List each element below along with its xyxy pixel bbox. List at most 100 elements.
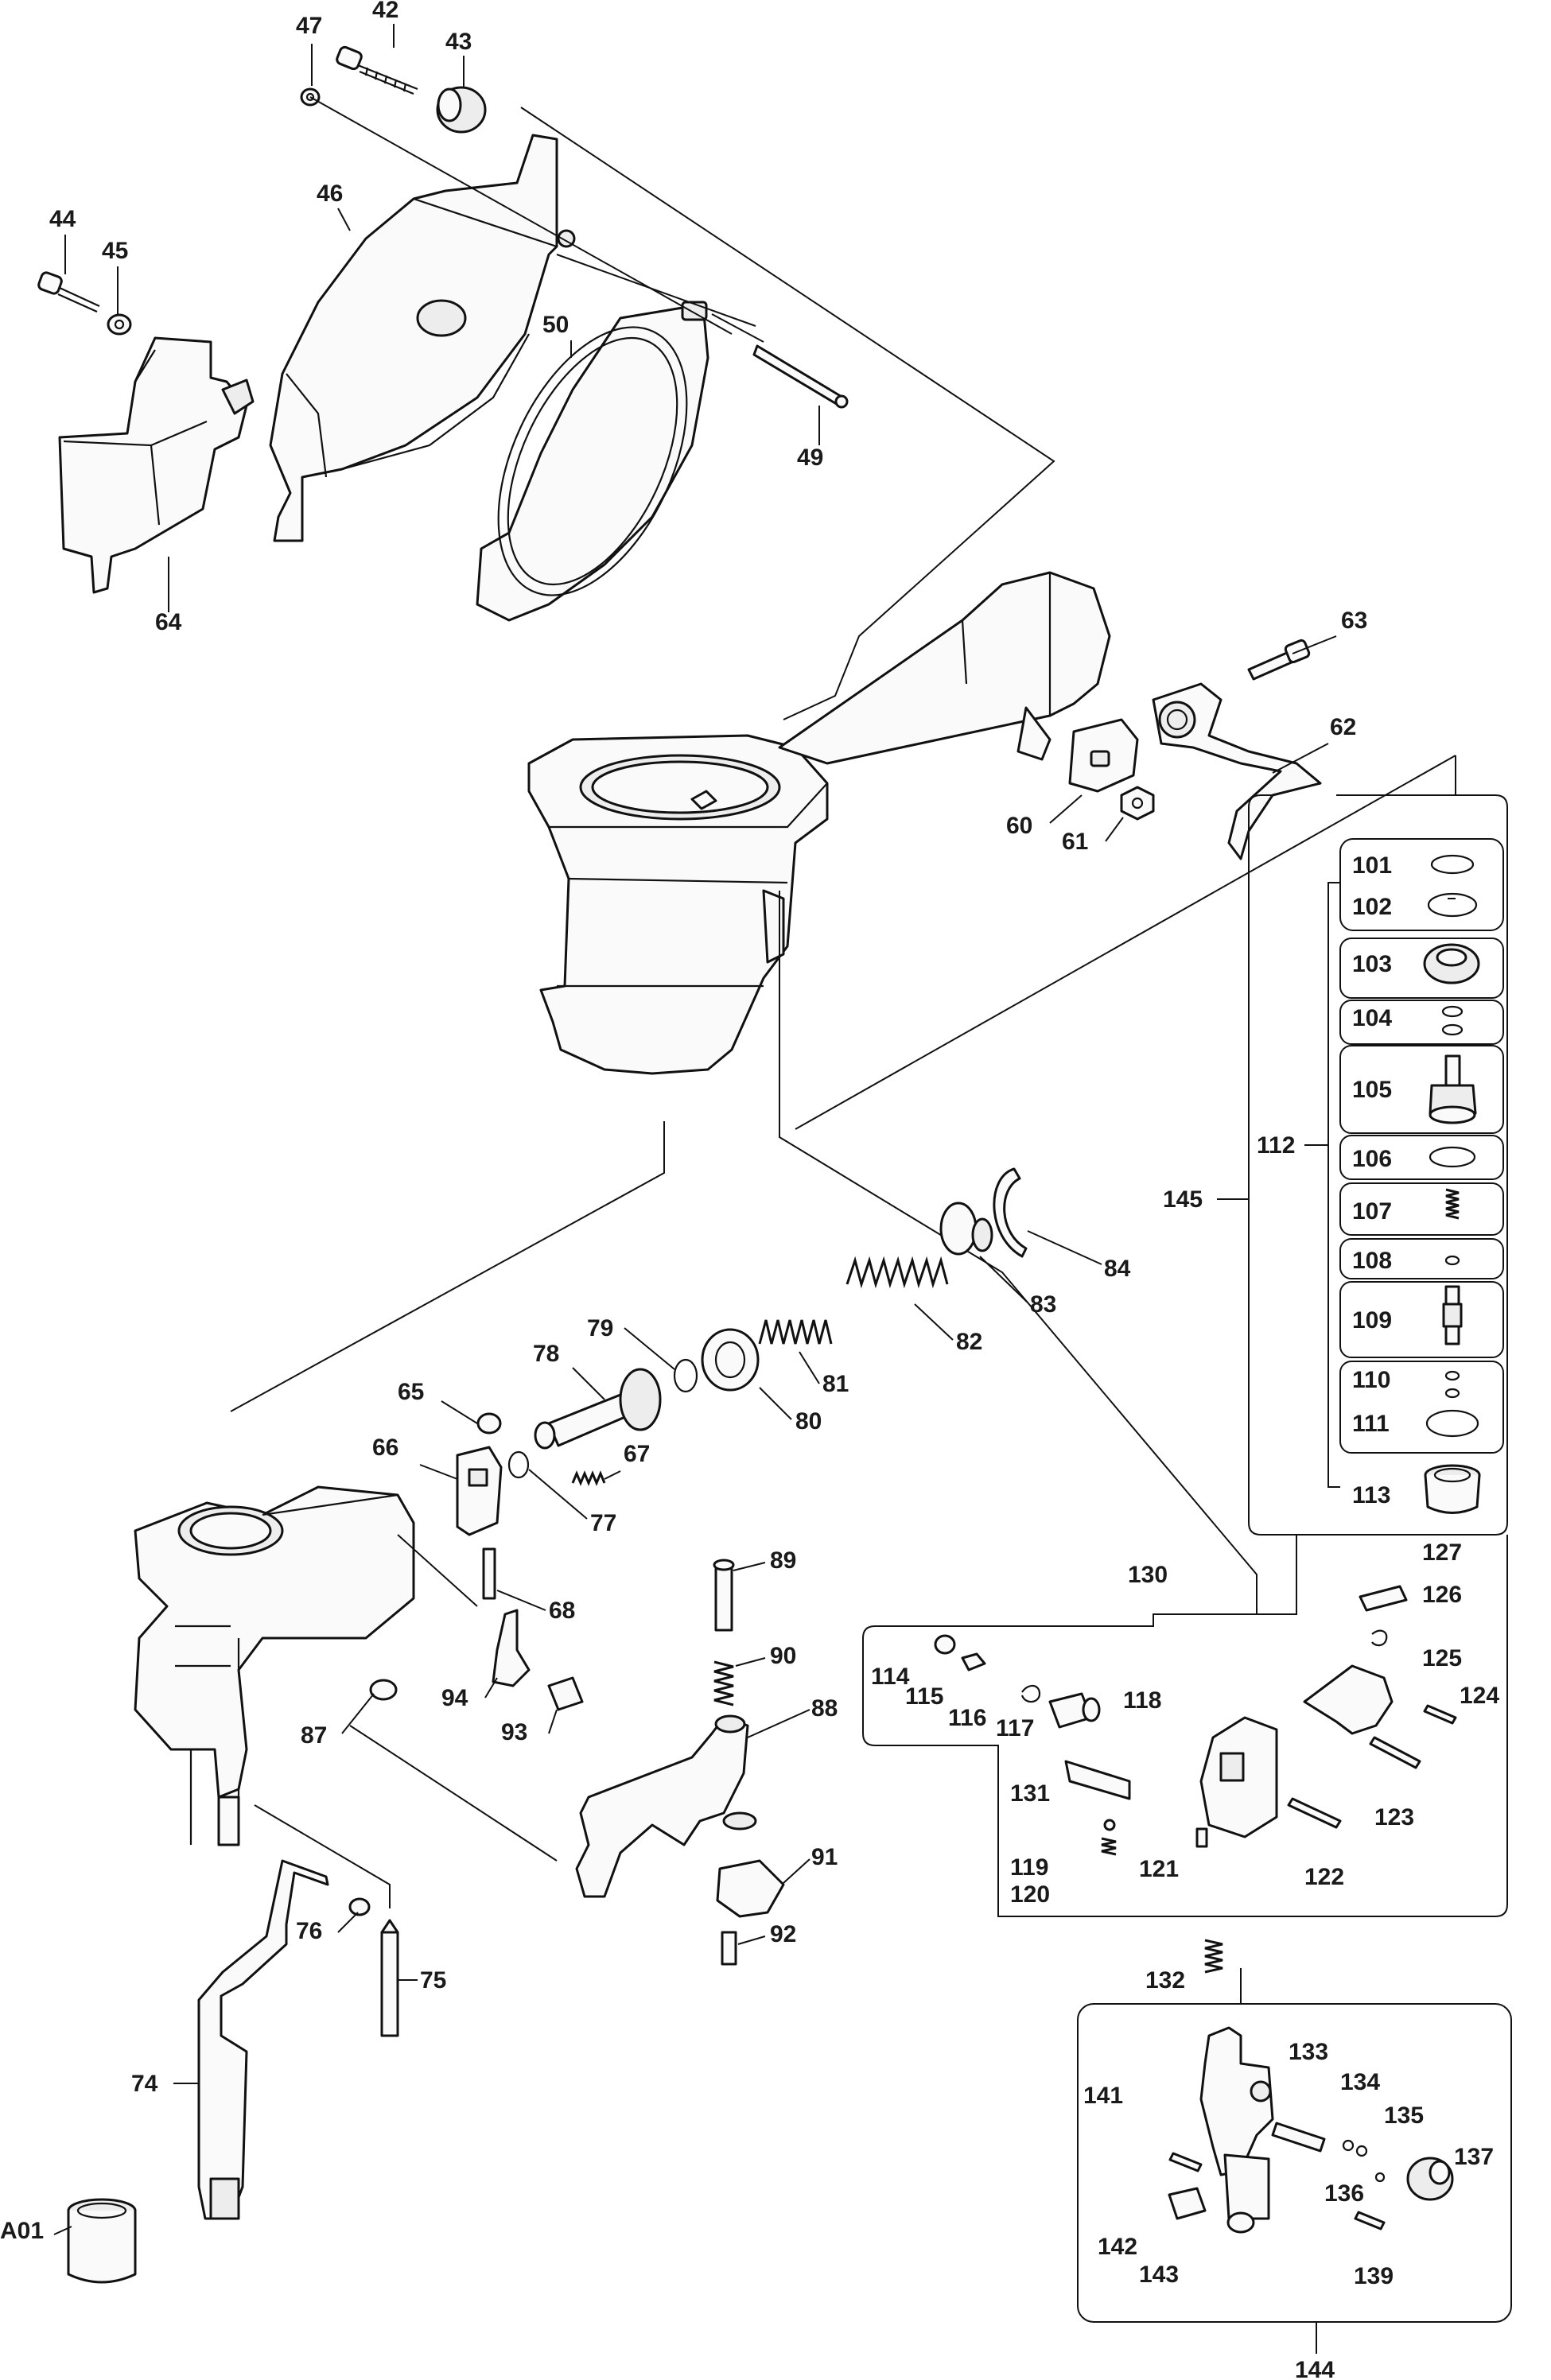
label-135: 135 <box>1384 2102 1424 2129</box>
part-116 <box>1020 1684 1041 1703</box>
label-44: 44 <box>49 206 76 232</box>
label-80: 80 <box>795 1408 822 1435</box>
label-139: 139 <box>1354 2263 1394 2289</box>
part-121 <box>1195 1827 1208 1848</box>
label-43: 43 <box>445 29 472 55</box>
kit-sub-109 <box>1339 1281 1504 1358</box>
label-81: 81 <box>822 1371 849 1397</box>
part-61-nut <box>1120 786 1155 821</box>
kit-sub-110-111 <box>1339 1361 1504 1454</box>
label-108: 108 <box>1352 1248 1392 1274</box>
part-84-snap-ring <box>993 1167 1028 1258</box>
part-79-o-ring <box>673 1358 698 1393</box>
label-82: 82 <box>956 1329 982 1355</box>
part-141-pin <box>1168 2152 1203 2172</box>
kit-112-bracket <box>1217 882 1340 1488</box>
label-77: 77 <box>590 1510 616 1536</box>
part-87-washer <box>369 1679 398 1701</box>
label-122: 122 <box>1304 1864 1344 1890</box>
label-132: 132 <box>1145 1967 1185 1994</box>
kit-145-outer-frame <box>1248 794 1508 1536</box>
part-114 <box>934 1634 956 1655</box>
label-109: 109 <box>1352 1307 1392 1334</box>
part-49-pin <box>752 344 849 409</box>
label-118: 118 <box>1123 1687 1161 1714</box>
label-143: 143 <box>1139 2262 1179 2288</box>
label-141: 141 <box>1083 2083 1123 2109</box>
part-124-pin <box>1423 1704 1457 1725</box>
label-ticks <box>53 24 1337 2235</box>
part-133-valve-housing <box>1199 2026 1274 2176</box>
label-61: 61 <box>1062 829 1088 855</box>
part-139-pin <box>1354 2211 1386 2231</box>
label-110: 110 <box>1352 1367 1390 1393</box>
label-121: 121 <box>1139 1856 1179 1882</box>
label-130: 130 <box>1128 1562 1168 1588</box>
part-82-spring <box>845 1256 949 1289</box>
label-105: 105 <box>1352 1077 1392 1103</box>
kit-sub-103 <box>1339 938 1504 999</box>
label-a01: A01 <box>0 2218 44 2244</box>
part-60-clamp-block <box>1068 718 1139 793</box>
part-91-trigger <box>716 1859 785 1918</box>
part-81-spring <box>758 1319 833 1345</box>
label-102: 102 <box>1352 894 1392 920</box>
label-63: 63 <box>1341 608 1367 634</box>
part-44-bolt <box>37 271 100 313</box>
label-67: 67 <box>624 1441 650 1467</box>
label-93: 93 <box>501 1719 527 1745</box>
label-46: 46 <box>317 181 343 207</box>
kit-144-frame <box>1077 1968 1512 2354</box>
top-assembly-leaders <box>230 96 1456 1614</box>
part-43-bushing <box>436 86 487 134</box>
label-91: 91 <box>811 1844 838 1870</box>
part-88-trigger-lever <box>575 1714 757 1898</box>
label-123: 123 <box>1374 1804 1414 1831</box>
part-132-spring <box>1204 1939 1223 1974</box>
part-46-magazine-cover <box>269 134 576 542</box>
lower-left-leaders <box>254 1534 558 1908</box>
label-79: 79 <box>587 1315 613 1341</box>
label-112: 112 <box>1257 1132 1295 1159</box>
label-89: 89 <box>770 1547 796 1574</box>
part-115 <box>961 1652 986 1671</box>
label-47: 47 <box>296 13 322 39</box>
label-76: 76 <box>296 1918 322 1944</box>
part-67-spring <box>571 1470 606 1486</box>
part-89-pin <box>713 1559 735 1632</box>
part-78-valve-stem <box>534 1368 662 1450</box>
label-126: 126 <box>1422 1582 1462 1608</box>
part-74-contact-arm <box>197 1859 329 2220</box>
part-142-block <box>1168 2187 1207 2220</box>
part-50-magazine-ring <box>476 301 709 622</box>
part-45-washer <box>107 313 132 336</box>
part-126-spring <box>1371 1629 1388 1647</box>
part-42-bolt <box>336 45 418 95</box>
kit-sub-107 <box>1339 1182 1504 1236</box>
main-body-housing <box>527 571 1111 1075</box>
label-107: 107 <box>1352 1198 1392 1225</box>
label-142: 142 <box>1098 2234 1137 2260</box>
label-94: 94 <box>441 1685 468 1711</box>
label-116: 116 <box>948 1705 986 1731</box>
part-127 <box>1359 1585 1408 1612</box>
label-66: 66 <box>372 1435 398 1461</box>
kit-sub-104 <box>1339 1000 1504 1045</box>
label-50: 50 <box>542 312 569 338</box>
label-90: 90 <box>770 1643 796 1669</box>
label-119: 119 <box>1010 1854 1048 1881</box>
part-80-washer <box>701 1328 760 1392</box>
label-103: 103 <box>1352 951 1392 977</box>
part-119-ball <box>1103 1819 1116 1831</box>
label-104: 104 <box>1352 1005 1392 1031</box>
label-133: 133 <box>1289 2039 1328 2065</box>
label-75: 75 <box>420 1967 446 1994</box>
part-143-guide <box>1223 2153 1270 2234</box>
part-123-pin <box>1369 1736 1421 1769</box>
label-68: 68 <box>549 1598 575 1624</box>
part-120-spring <box>1101 1837 1117 1856</box>
part-93-bolt <box>547 1676 584 1711</box>
lower-body-nose <box>134 1485 415 1846</box>
part-75-pin <box>380 1919 399 2037</box>
